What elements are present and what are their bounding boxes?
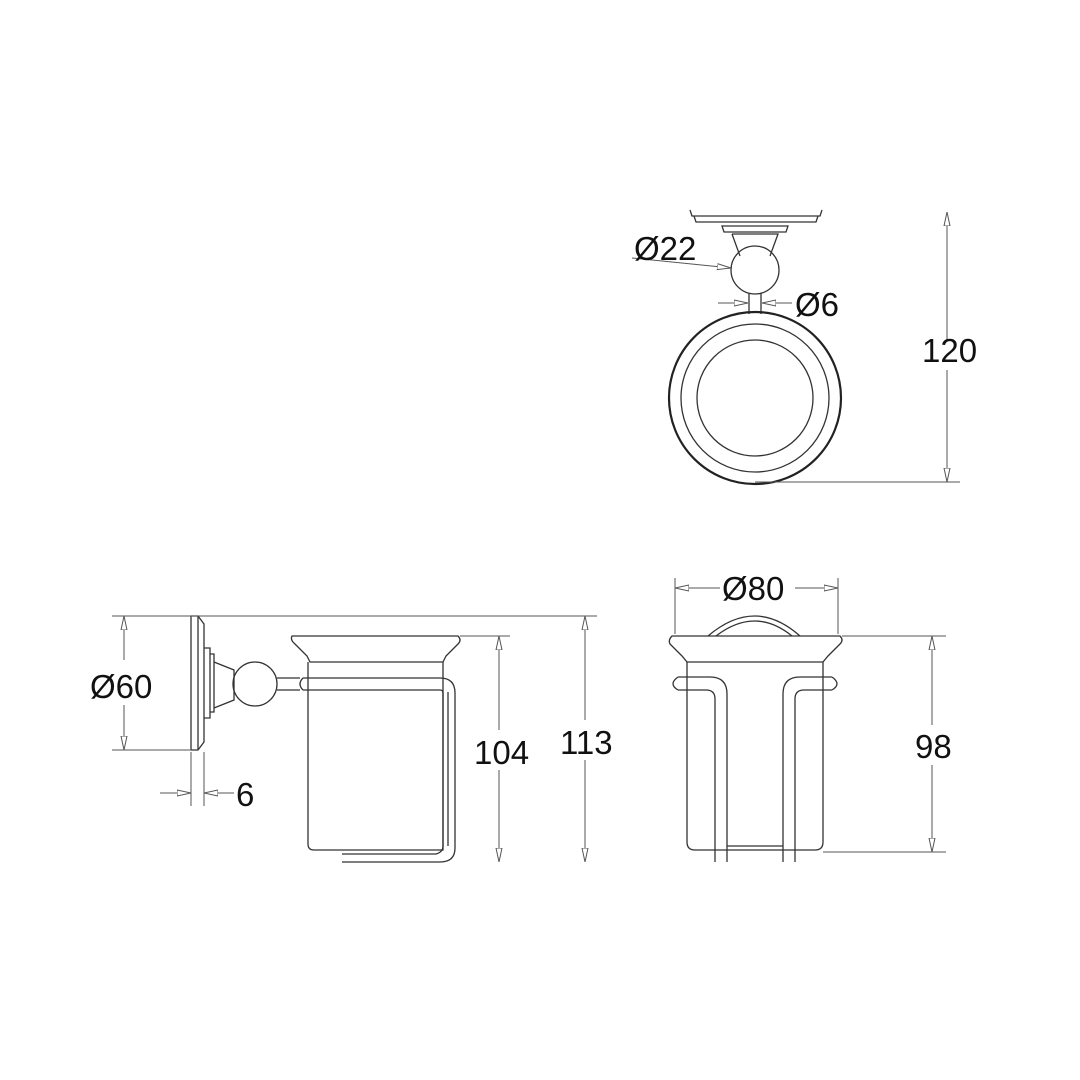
front-view: Ø80 98 xyxy=(668,570,952,862)
flange xyxy=(204,647,215,719)
side-view: Ø60 6 104 113 xyxy=(90,615,613,863)
wire-right xyxy=(782,676,838,862)
wall-plate xyxy=(689,209,823,223)
wall-plate xyxy=(190,615,205,751)
stem xyxy=(277,677,300,691)
dim-overall-height: 113 xyxy=(560,724,613,761)
top-view: Ø22 Ø6 120 xyxy=(631,209,977,486)
flange xyxy=(721,225,789,233)
dim-ball-diameter: Ø22 xyxy=(634,230,696,267)
dim-depth: 120 xyxy=(922,332,977,369)
ring-outer xyxy=(667,310,843,486)
wire-holder xyxy=(299,677,456,863)
ball xyxy=(730,245,780,295)
ring-inner xyxy=(696,339,814,457)
cup-body xyxy=(686,662,824,851)
dim-plate-thickness: 6 xyxy=(236,776,254,813)
cone xyxy=(213,661,235,709)
cup-rim xyxy=(290,635,461,663)
dim-cup-height: 104 xyxy=(474,734,529,771)
dim-cup-diameter: Ø80 xyxy=(722,570,784,607)
dim-stem-diameter: Ø6 xyxy=(795,286,839,323)
cup-rim xyxy=(668,635,843,663)
wall-mount-dome xyxy=(707,615,801,637)
ball xyxy=(232,661,278,707)
cup-body xyxy=(307,662,444,851)
ring-middle xyxy=(680,323,830,473)
dim-holder-height: 98 xyxy=(915,728,952,765)
dim-plate-diameter: Ø60 xyxy=(90,668,152,705)
ball-leader xyxy=(631,257,731,268)
wire-left xyxy=(672,676,728,862)
stem xyxy=(748,293,762,314)
